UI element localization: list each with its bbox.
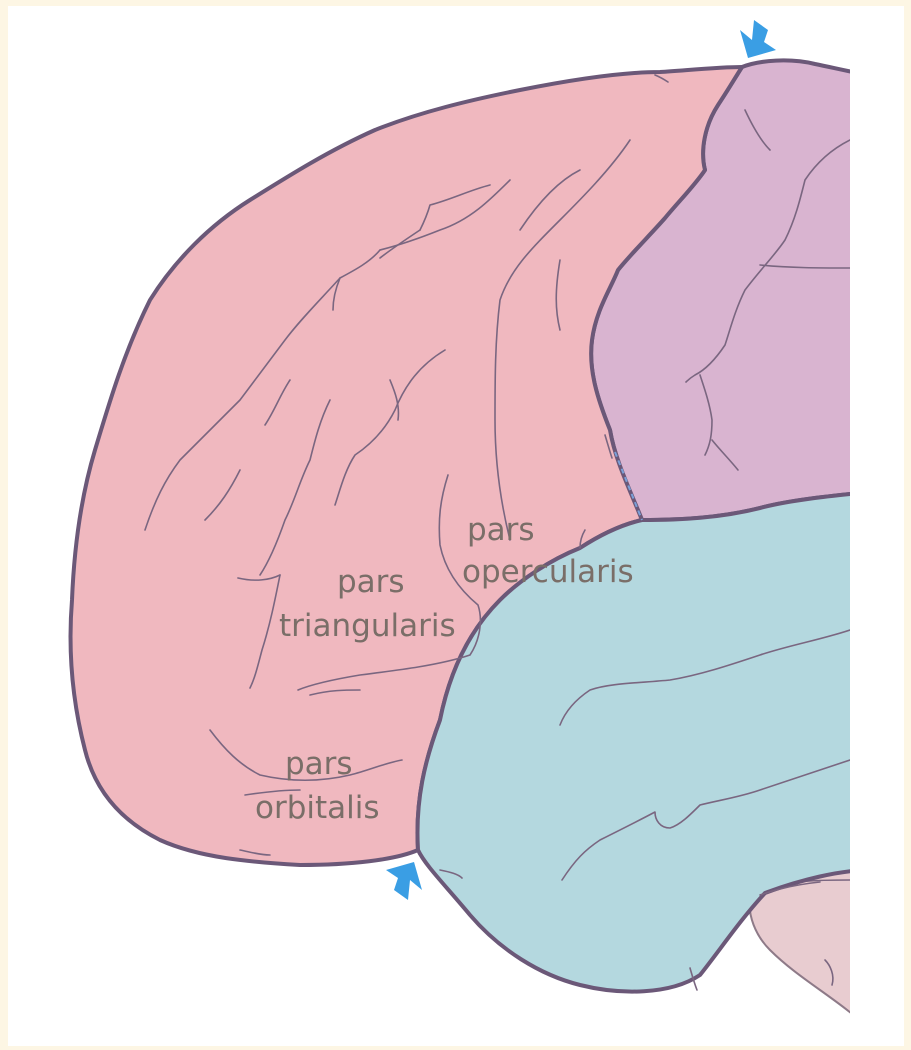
label-pars-triangularis-2: triangularis	[279, 608, 456, 644]
label-pars-triangularis-1: pars	[337, 564, 405, 600]
label-pars-opercularis-1: pars	[467, 512, 535, 548]
arrow-down-left-icon	[740, 20, 776, 58]
label-pars-orbitalis-1: pars	[285, 746, 353, 782]
label-pars-opercularis-2: opercularis	[462, 554, 634, 590]
label-pars-orbitalis-2: orbitalis	[255, 790, 380, 826]
arrow-up-right-icon	[386, 862, 422, 900]
